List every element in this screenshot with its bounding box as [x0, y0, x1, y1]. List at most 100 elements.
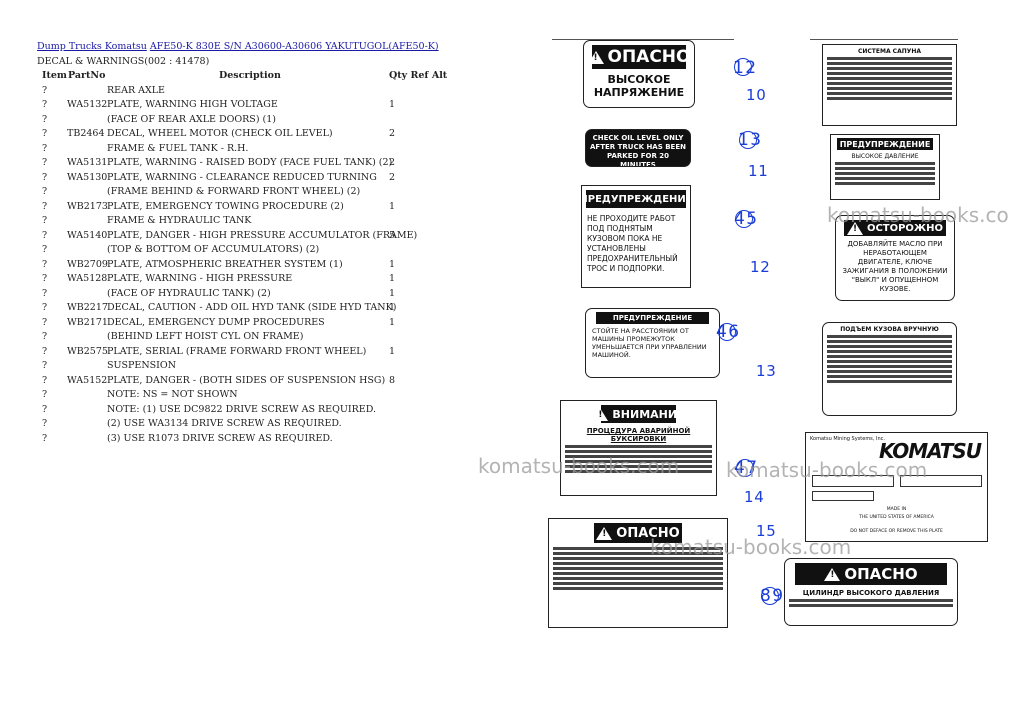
- cell-description: PLATE, WARNING - CLEARANCE REDUCED TURNI…: [107, 171, 377, 183]
- cell-partno: WA5128: [67, 273, 108, 284]
- table-row: ?SUSPENSION: [37, 359, 507, 374]
- cell-qty: 1: [389, 258, 396, 270]
- cell-description: (FACE OF REAR AXLE DOORS) (1): [107, 113, 277, 125]
- breadcrumb: Dump Trucks Komatsu AFE50-K 830E S/N A30…: [37, 40, 507, 55]
- cell-qty: 1: [389, 302, 396, 313]
- cell-item: ?: [42, 403, 48, 415]
- cell-partno: WA5130: [67, 171, 108, 183]
- cell-qty: 1: [389, 345, 396, 357]
- cell-item: ?: [42, 418, 48, 429]
- cell-partno: WB2173: [67, 200, 108, 212]
- decal-diagram: ОПАСНО ВЫСОКОЕ НАПРЯЖЕНИЕ СИСТЕМА САПУНА…: [478, 30, 1024, 680]
- cell-description: PLATE, ATMOSPHERIC BREATHER SYSTEM (1): [107, 258, 343, 270]
- warning-triangle-icon: [596, 526, 613, 540]
- cell-description: DECAL, CAUTION - ADD OIL HYD TANK (SIDE …: [107, 302, 397, 313]
- table-row: ? NOTE: NS = NOT SHOWN: [37, 388, 507, 403]
- cell-qty: 1: [389, 200, 396, 212]
- cell-qty: 1: [389, 99, 396, 110]
- warning-triangle-icon: [846, 221, 863, 235]
- cell-item: ?: [42, 186, 48, 197]
- header-partno: PartNo: [68, 70, 106, 81]
- table-row: ? NOTE: (1) USE DC9822 DRIVE SCREW AS REQ…: [37, 403, 507, 418]
- cell-item: ?: [42, 331, 48, 342]
- watermark: komatsu-books.com: [650, 535, 852, 559]
- cell-partno: WA5132: [67, 99, 108, 110]
- cell-partno: WB2575: [67, 345, 108, 357]
- cell-item: ?: [42, 200, 48, 212]
- table-header: Item PartNo Description Qty Ref Alt: [37, 69, 507, 84]
- cell-description: DECAL, WHEEL MOTOR (CHECK OIL LEVEL): [107, 128, 333, 139]
- cell-item: ?: [42, 99, 48, 110]
- plate-high-pressure: ПРЕДУПРЕЖДЕНИЕ ВЫСОКОЕ ДАВЛЕНИЕ: [830, 134, 940, 200]
- cell-description: (TOP & BOTTOM OF ACCUMULATORS) (2): [107, 244, 320, 255]
- cell-item: ?: [42, 229, 48, 241]
- plate-emergency-towing: ВНИМАНИЕ ПРОЦЕДУРА АВАРИЙНОЙ БУКСИРОВКИ: [560, 400, 717, 496]
- cell-item: ?: [42, 374, 48, 386]
- cell-item: ?: [42, 128, 48, 139]
- cell-partno: WA5140: [67, 229, 108, 241]
- cell-item: ?: [42, 302, 48, 313]
- cell-qty: 2: [389, 157, 396, 168]
- table-row: ?(TOP & BOTTOM OF ACCUMULATORS) (2): [37, 243, 507, 258]
- cell-partno: WB2171: [67, 316, 108, 328]
- cell-description: PLATE, WARNING HIGH VOLTAGE: [107, 99, 278, 110]
- watermark: komatsu-books.co: [827, 203, 1009, 227]
- cell-description: PLATE, DANGER - HIGH PRESSURE ACCUMULATO…: [107, 229, 418, 241]
- cell-partno: TB2464: [67, 128, 105, 139]
- cell-qty: 1: [389, 287, 396, 299]
- cell-description: (FACE OF HYDRAULIC TANK) (2): [107, 287, 271, 299]
- callout-circle: [739, 131, 757, 149]
- cell-description: (2) USE WA3134 DRIVE SCREW AS REQUIRED.: [107, 418, 342, 429]
- cell-item: ?: [42, 345, 48, 357]
- cell-description: FRAME & FUEL TANK - R.H.: [107, 142, 249, 154]
- table-row: ? (FACE OF REAR AXLE DOORS) (1): [37, 113, 507, 128]
- callout-number: 1 3: [756, 362, 776, 380]
- callout-number: 1 2: [750, 258, 770, 276]
- page-title: DECAL & WARNINGS(002 : 41478): [37, 55, 210, 67]
- decal-emergency-dump: ПОДЪЕМ КУЗОВА ВРУЧНУЮ: [822, 322, 957, 416]
- header-qty: Qty Ref Alt: [389, 70, 448, 81]
- cell-item: ?: [42, 171, 48, 183]
- cell-qty: 1: [389, 316, 396, 328]
- breadcrumb-link-model[interactable]: AFE50-K 830E S/N A30600-A30606 YAKUTUGOL…: [149, 41, 439, 52]
- cell-item: ?: [42, 273, 48, 284]
- cell-item: ?: [42, 316, 48, 328]
- cell-item: ?: [42, 360, 48, 371]
- callout-number: 1 0: [746, 86, 766, 104]
- cell-description: NOTE: (1) USE DC9822 DRIVE SCREW AS REQU…: [107, 403, 377, 415]
- callout-circle: [718, 323, 736, 341]
- watermark: komatsu-books.com: [478, 454, 680, 478]
- parts-list: Dump Trucks Komatsu AFE50-K 830E S/N A30…: [37, 40, 507, 446]
- cell-description: (3) USE R1073 DRIVE SCREW AS REQUIRED.: [107, 432, 333, 444]
- divider: [552, 39, 734, 40]
- plate-breather-system: СИСТЕМА САПУНА: [822, 44, 957, 126]
- callout-circle: [734, 58, 752, 76]
- cell-item: ?: [42, 389, 48, 400]
- table-row: ? (FACE OF HYDRAULIC TANK) (2) 1: [37, 287, 507, 302]
- cell-description: FRAME & HYDRAULIC TANK: [107, 215, 252, 226]
- cell-item: ?: [42, 113, 48, 125]
- callout-number: 1 4: [744, 488, 764, 506]
- warning-triangle-icon: [592, 407, 609, 421]
- warning-triangle-icon: [587, 50, 604, 64]
- cell-description: NOTE: NS = NOT SHOWN: [107, 389, 238, 400]
- breadcrumb-link-catalog[interactable]: Dump Trucks Komatsu: [37, 41, 147, 52]
- cell-description: PLATE, SERIAL (FRAME FORWARD FRONT WHEEL…: [107, 345, 367, 357]
- cell-partno: WA5152: [67, 374, 108, 386]
- cell-description: PLATE, WARNING - RAISED BODY (FACE FUEL …: [107, 157, 393, 168]
- cell-item: ?: [42, 287, 48, 299]
- cell-qty: 8: [389, 374, 396, 386]
- cell-qty: 5: [389, 229, 396, 241]
- watermark: komatsu-books.com: [726, 458, 928, 482]
- divider: [810, 39, 958, 40]
- table-row: ?(BEHIND LEFT HOIST CYL ON FRAME): [37, 330, 507, 345]
- cell-qty: 1: [389, 273, 396, 284]
- warning-triangle-icon: [824, 567, 841, 581]
